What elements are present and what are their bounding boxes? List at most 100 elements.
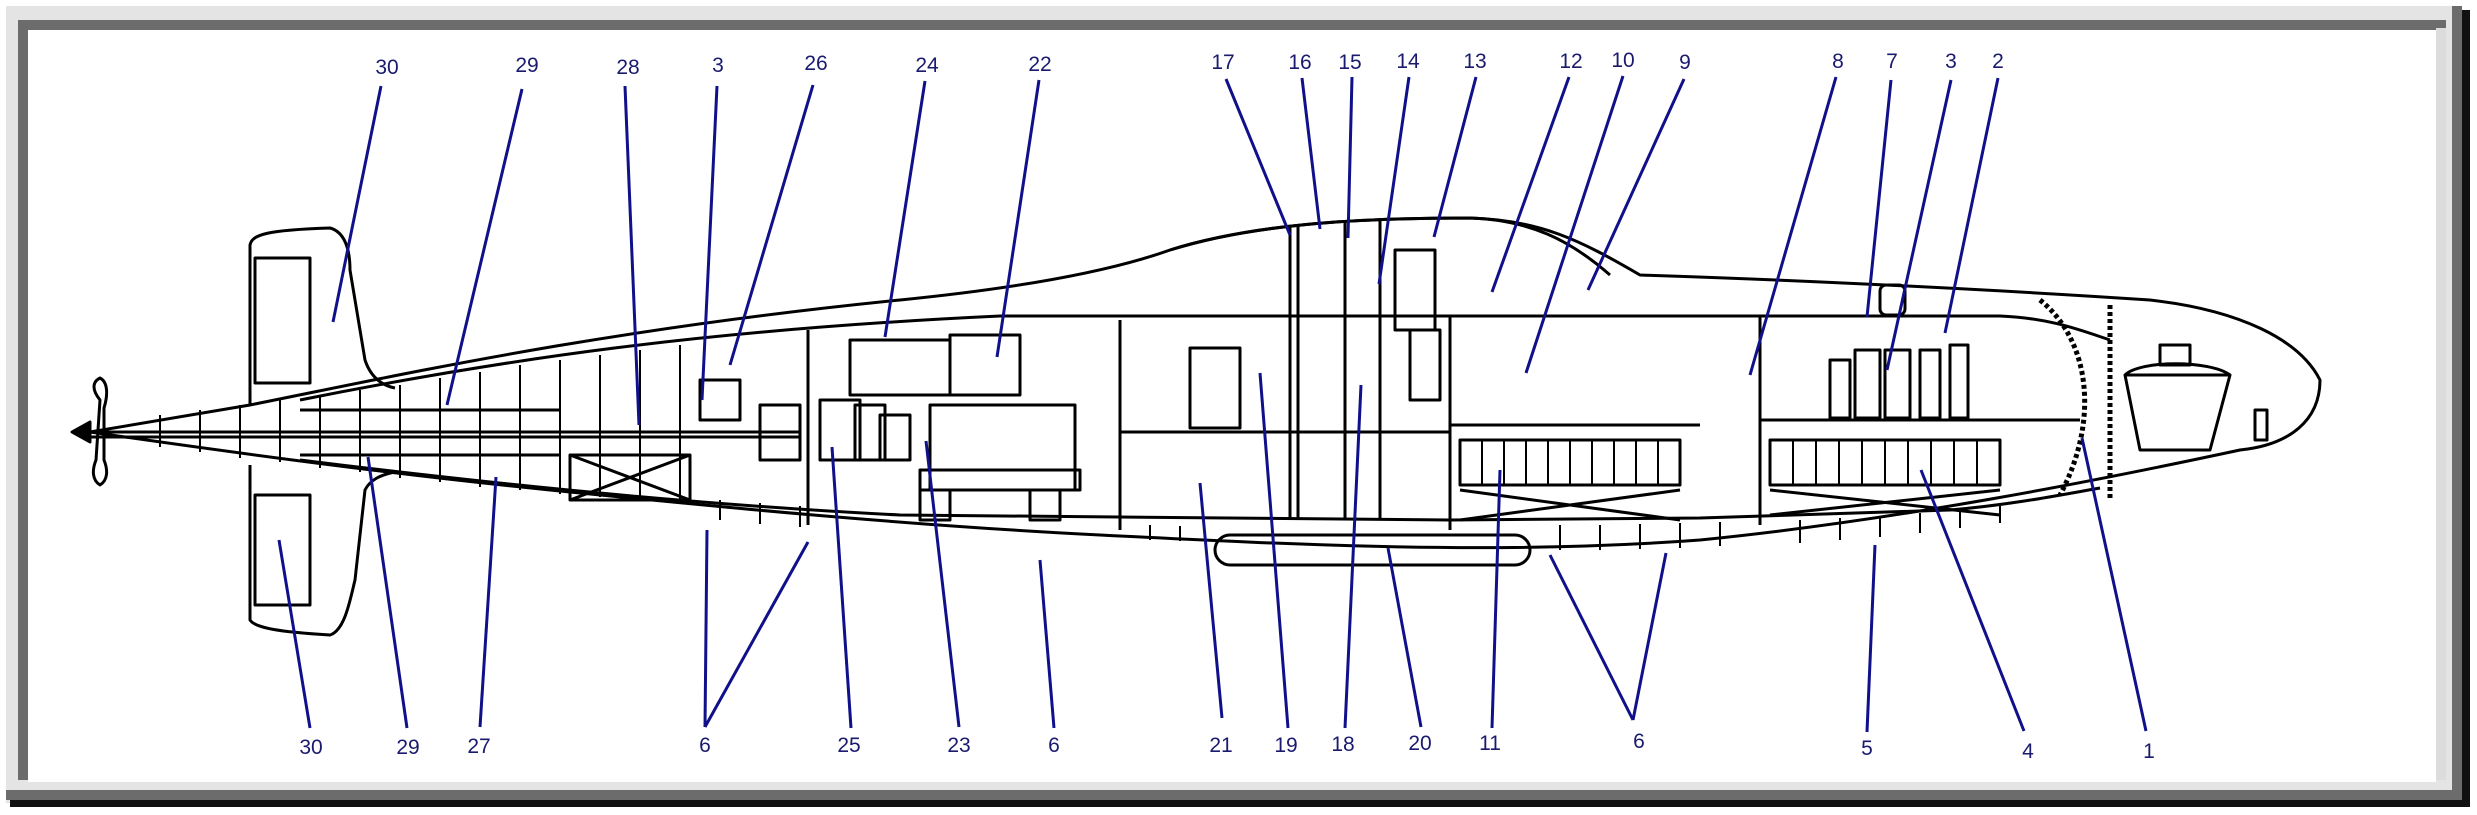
- engine-mount-right: [1028, 488, 1062, 522]
- hull-outline: [70, 216, 2322, 637]
- leader-6-aft-b: [703, 541, 810, 728]
- leader-18: [1343, 384, 1363, 729]
- callout-label-30-bottom: 30: [299, 736, 323, 759]
- control-console: [1188, 346, 1242, 430]
- fwd-locker-2: [1853, 348, 1882, 420]
- callout-label-17: 17: [1211, 51, 1235, 74]
- frame-bevel: [18, 20, 2446, 30]
- callout-label-28: 28: [616, 56, 640, 79]
- leader-8: [1748, 76, 1838, 376]
- leader-6-fwd-a: [1548, 554, 1635, 721]
- diagram-canvas: [28, 30, 2436, 782]
- leader-30-top: [331, 85, 383, 323]
- leader-28: [623, 85, 641, 426]
- leader-15: [1346, 76, 1354, 239]
- fwd-locker-1: [1828, 358, 1852, 420]
- leader-2: [1943, 77, 2000, 334]
- callout-lines: [277, 75, 2148, 733]
- leader-13: [1432, 76, 1478, 238]
- bow-fitting: [2253, 408, 2269, 442]
- callout-label-12: 12: [1559, 50, 1583, 73]
- callout-label-25: 25: [837, 734, 861, 757]
- leader-3-aft: [700, 85, 719, 401]
- callout-label-5: 5: [1861, 737, 1873, 760]
- leader-10: [1524, 75, 1625, 374]
- battery-cells-aft: [1481, 440, 1659, 485]
- callout-label-21: 21: [1209, 734, 1233, 757]
- callout-label-20: 20: [1408, 732, 1432, 755]
- leader-20: [1386, 547, 1423, 728]
- callout-label-8: 8: [1832, 50, 1844, 73]
- leader-29-bottom: [366, 456, 409, 729]
- leader-6-mid: [1038, 559, 1056, 729]
- propeller-hub: [70, 420, 92, 444]
- callout-label-11: 11: [1479, 732, 1501, 755]
- propeller: [91, 376, 109, 487]
- frame-bevel: [18, 20, 28, 780]
- sail: [1169, 216, 1611, 277]
- leader-17: [1224, 78, 1292, 236]
- leader-1: [2080, 437, 2148, 732]
- callout-label-13: 13: [1463, 50, 1487, 73]
- leader-6-aft-a: [703, 529, 709, 728]
- fwd-locker-4: [1918, 348, 1942, 420]
- callout-label-30-top: 30: [375, 56, 399, 79]
- frame-bevel: [6, 790, 2462, 800]
- hull-upper-profile: [88, 216, 2322, 550]
- callout-label-27: 27: [467, 735, 491, 758]
- leader-9: [1586, 78, 1686, 291]
- fuel-tank-keel: [1213, 533, 1532, 567]
- leader-26: [728, 84, 815, 366]
- callout-label-26: 26: [804, 52, 828, 75]
- shaft-coupling: [758, 403, 802, 462]
- callout-label-16: 16: [1288, 51, 1312, 74]
- auxiliary-motor: [878, 413, 912, 462]
- leader-5: [1865, 544, 1877, 733]
- leader-19: [1258, 372, 1290, 729]
- callout-label-19: 19: [1274, 734, 1298, 757]
- callout-label-18: 18: [1331, 733, 1355, 756]
- callout-label-3-fwd: 3: [1945, 50, 1957, 73]
- callout-label-10: 10: [1611, 49, 1635, 72]
- lower-rudder-panel: [253, 493, 312, 607]
- upper-rudder: [248, 226, 396, 405]
- leader-23: [924, 440, 961, 728]
- pressure-hull-bottom: [299, 458, 2101, 522]
- battery-cells-fwd: [1792, 440, 1978, 485]
- callout-label-9: 9: [1679, 51, 1691, 74]
- diesel-engine: [928, 403, 1077, 492]
- callout-label-23: 23: [947, 734, 971, 757]
- frame-bevel: [2436, 28, 2446, 780]
- leader-12: [1490, 76, 1571, 293]
- leader-21: [1198, 482, 1224, 719]
- leader-27: [478, 476, 498, 728]
- frame-shadow: [2460, 10, 2470, 807]
- callout-label-14: 14: [1396, 50, 1420, 73]
- callout-label-22: 22: [1028, 53, 1052, 76]
- motor-rotor: [853, 403, 887, 462]
- callout-label-3-aft: 3: [712, 54, 724, 77]
- leader-29-top: [445, 88, 524, 406]
- leader-7: [1865, 79, 1893, 318]
- callout-label-1: 1: [2143, 740, 2155, 763]
- frame-shadow: [10, 797, 2466, 807]
- callout-label-29-top: 29: [515, 54, 539, 77]
- thrust-block: [698, 378, 742, 422]
- sonar-dome: [2123, 373, 2232, 452]
- leader-22: [995, 79, 1041, 358]
- frame-bevel: [2452, 6, 2462, 800]
- leader-4: [1919, 469, 2026, 732]
- upper-rudder-panel: [253, 256, 312, 385]
- callout-label-15: 15: [1338, 51, 1362, 74]
- fwd-locker-5: [1948, 343, 1970, 420]
- callout-label-24: 24: [915, 54, 939, 77]
- callout-label-4: 4: [2022, 740, 2034, 763]
- engine-base: [918, 468, 1082, 492]
- sonar-neck: [2158, 343, 2192, 367]
- lower-rudder: [248, 465, 396, 637]
- generator-1: [848, 338, 952, 397]
- callout-label-6-fwd: 6: [1633, 730, 1645, 753]
- leader-25: [830, 446, 853, 729]
- aft-hull-frames: [159, 345, 681, 503]
